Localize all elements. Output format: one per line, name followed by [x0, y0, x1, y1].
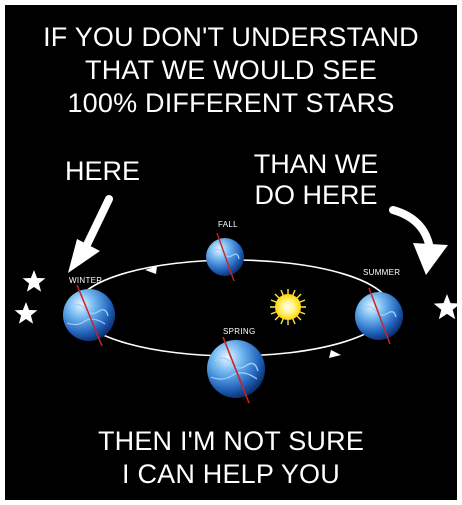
- season-label-spring: SPRING: [223, 327, 255, 336]
- arrow-down-left-icon: [68, 199, 109, 273]
- star-left-top-icon: [23, 270, 46, 292]
- season-label-winter: WINTER: [69, 276, 102, 285]
- bottom-caption: THEN I'M NOT SURE I CAN HELP YOU: [5, 425, 457, 491]
- season-label-fall: FALL: [218, 220, 238, 229]
- earth-fall-icon: [206, 233, 244, 281]
- bottom-caption-line-2: I CAN HELP YOU: [5, 458, 457, 491]
- star-left-bottom-icon: [15, 302, 38, 324]
- season-label-summer: SUMMER: [363, 268, 400, 277]
- earth-spring-icon: [207, 337, 265, 403]
- meme-panel: IF YOU DON'T UNDERSTAND THAT WE WOULD SE…: [5, 5, 457, 500]
- arrow-curve-down-icon: [393, 210, 448, 275]
- star-right-icon: [434, 294, 457, 319]
- orbit-arrow-bottom-icon: [329, 350, 341, 358]
- bottom-caption-line-1: THEN I'M NOT SURE: [5, 425, 457, 458]
- sun-icon: [270, 289, 306, 325]
